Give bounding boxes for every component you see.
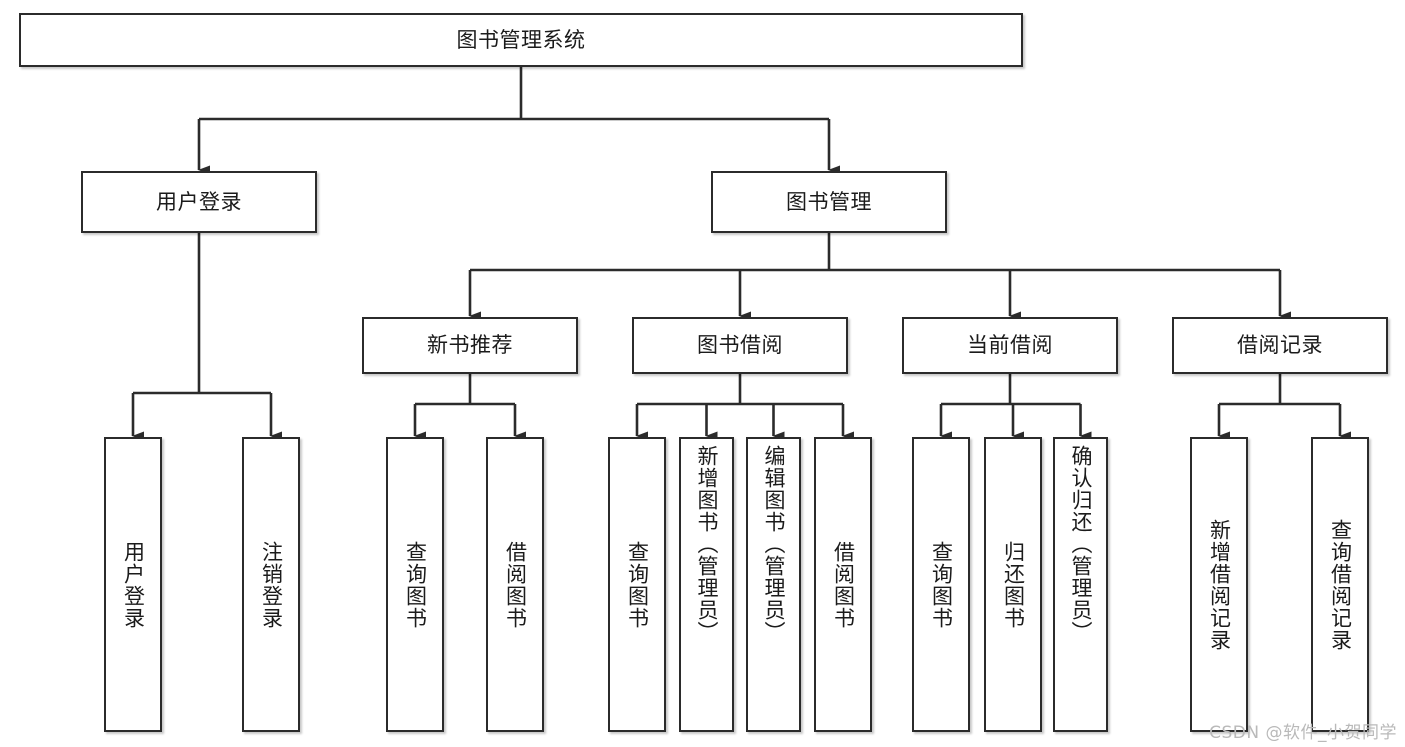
node-new-book-recommend-label: 新书推荐 bbox=[427, 333, 513, 358]
node-leaf-query-record[interactable]: 查询借阅记录 bbox=[1311, 437, 1369, 732]
node-leaf-query-book-1[interactable]: 查询图书 bbox=[386, 437, 444, 732]
node-leaf-return-book[interactable]: 归还图书 bbox=[984, 437, 1042, 732]
node-leaf-borrow-book-2[interactable]: 借阅图书 bbox=[814, 437, 872, 732]
node-leaf-add-record[interactable]: 新增借阅记录 bbox=[1190, 437, 1248, 732]
node-book-manage[interactable]: 图书管理 bbox=[711, 171, 947, 233]
node-root-label: 图书管理系统 bbox=[456, 27, 586, 52]
node-leaf-add-book[interactable]: 新增图书（管理员） bbox=[679, 437, 734, 732]
node-leaf-return-book-label: 归还图书 bbox=[1001, 540, 1026, 629]
node-root[interactable]: 图书管理系统 bbox=[19, 13, 1023, 67]
node-leaf-logout[interactable]: 注销登录 bbox=[242, 437, 300, 732]
node-leaf-query-record-label: 查询借阅记录 bbox=[1328, 518, 1353, 651]
node-book-borrow-label: 图书借阅 bbox=[697, 333, 783, 358]
node-book-manage-label: 图书管理 bbox=[786, 189, 872, 214]
node-new-book-recommend[interactable]: 新书推荐 bbox=[362, 317, 578, 374]
node-leaf-query-book-2[interactable]: 查询图书 bbox=[608, 437, 666, 732]
node-leaf-borrow-book-1-label: 借阅图书 bbox=[503, 540, 528, 629]
node-leaf-edit-book[interactable]: 编辑图书（管理员） bbox=[746, 437, 801, 732]
node-leaf-confirm-return[interactable]: 确认归还（管理员） bbox=[1053, 437, 1108, 732]
node-leaf-query-book-3[interactable]: 查询图书 bbox=[912, 437, 970, 732]
node-leaf-add-book-label: 新增图书（管理员） bbox=[694, 445, 719, 643]
node-leaf-query-book-1-label: 查询图书 bbox=[403, 540, 428, 629]
node-leaf-add-record-label: 新增借阅记录 bbox=[1207, 518, 1232, 651]
node-leaf-user-login[interactable]: 用户登录 bbox=[104, 437, 162, 732]
node-current-borrow[interactable]: 当前借阅 bbox=[902, 317, 1118, 374]
node-leaf-logout-label: 注销登录 bbox=[259, 540, 284, 629]
node-leaf-confirm-return-label: 确认归还（管理员） bbox=[1068, 445, 1093, 643]
node-leaf-query-book-2-label: 查询图书 bbox=[625, 540, 650, 629]
node-leaf-edit-book-label: 编辑图书（管理员） bbox=[761, 445, 786, 643]
node-borrow-record-label: 借阅记录 bbox=[1237, 333, 1323, 358]
csdn-watermark: CSDN @软件_小贺同学 bbox=[1209, 723, 1397, 743]
node-leaf-query-book-3-label: 查询图书 bbox=[929, 540, 954, 629]
node-user-login-label: 用户登录 bbox=[156, 189, 242, 214]
node-leaf-borrow-book-1[interactable]: 借阅图书 bbox=[486, 437, 544, 732]
node-leaf-user-login-label: 用户登录 bbox=[121, 540, 146, 629]
node-book-borrow[interactable]: 图书借阅 bbox=[632, 317, 848, 374]
node-current-borrow-label: 当前借阅 bbox=[967, 333, 1053, 358]
node-leaf-borrow-book-2-label: 借阅图书 bbox=[831, 540, 856, 629]
node-borrow-record[interactable]: 借阅记录 bbox=[1172, 317, 1388, 374]
node-user-login[interactable]: 用户登录 bbox=[81, 171, 317, 233]
